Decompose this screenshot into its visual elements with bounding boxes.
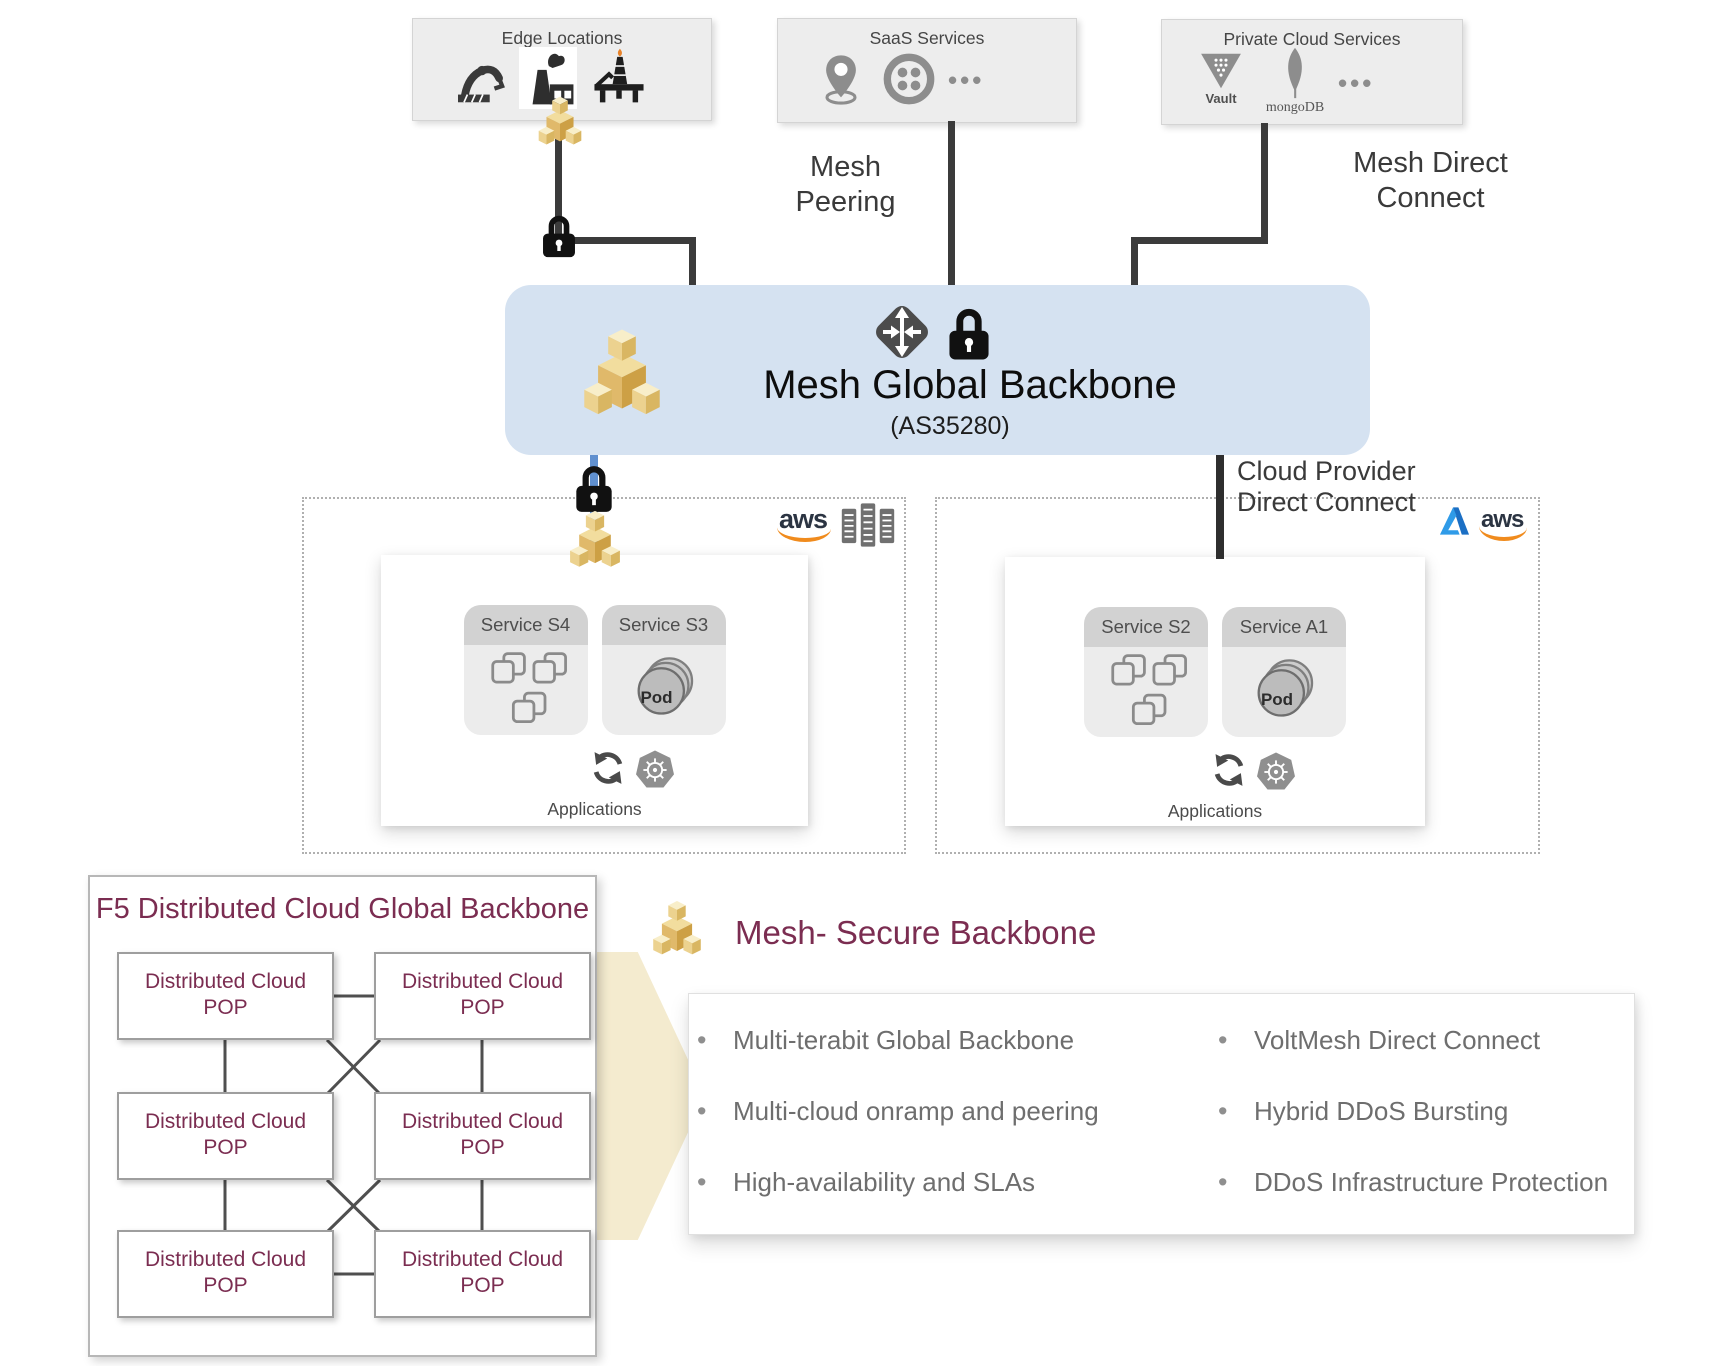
service-a1-chip: Service A1 Pod <box>1222 607 1346 737</box>
private-connector-horizontal <box>1131 237 1268 244</box>
mongodb-label: mongoDB <box>1265 100 1325 115</box>
kubernetes-icon <box>634 749 676 791</box>
refresh-icon <box>589 749 627 787</box>
pop-connectors <box>223 994 484 1276</box>
azure-aws-region <box>935 497 1540 854</box>
aws-logo: aws <box>777 506 831 542</box>
feature-item: DDoS Infrastructure Protection <box>1218 1167 1628 1198</box>
feature-item: VoltMesh Direct Connect <box>1218 1025 1628 1056</box>
saas-services-box: SaaS Services ••• <box>777 18 1077 123</box>
private-connector-vertical <box>1261 123 1268 244</box>
azure-logo <box>1438 505 1471 537</box>
vault-label: Vault <box>1205 91 1237 106</box>
mesh-global-backbone-box <box>505 285 1370 455</box>
cloud-provider-direct-connect-label: Cloud Provider Direct Connect <box>1237 456 1416 517</box>
pod-label: Pod <box>640 688 673 708</box>
f5-box-title: F5 Distributed Cloud Global Backbone <box>95 893 590 925</box>
kubernetes-icon <box>1255 751 1297 793</box>
applications-caption: Applications <box>1167 801 1263 821</box>
features-left-column: Multi-terabit Global Backbone Multi-clou… <box>697 1025 1217 1198</box>
private-connector-drop <box>1131 237 1138 289</box>
service-s2-chip: Service S2 <box>1084 607 1208 737</box>
secure-link-lock-icon <box>540 212 578 259</box>
pod-label: Pod <box>1260 690 1294 710</box>
saas-connector <box>948 121 955 289</box>
aws-applications-card: Service S4 Service S3 Pod Applications <box>381 555 808 826</box>
mongodb-logo: mongoDB <box>1258 46 1332 116</box>
mesh-peering-label: Mesh Peering <box>795 151 896 218</box>
applications-caption: Applications <box>547 799 642 819</box>
f5-distributed-cloud-box: F5 Distributed Cloud Global Backbone Dis… <box>88 875 597 1357</box>
service-s2-label: Service S2 <box>1084 607 1208 647</box>
service-s4-label: Service S4 <box>463 605 588 645</box>
server-rack-icon <box>840 500 896 550</box>
vault-logo: Vault <box>1192 52 1250 106</box>
service-a1-label: Service A1 <box>1222 607 1346 647</box>
private-cloud-services-title: Private Cloud Services <box>1223 29 1401 49</box>
feature-item: Multi-terabit Global Backbone <box>697 1025 1217 1056</box>
mesh-node-cube-icon <box>534 92 586 146</box>
factory-tile <box>519 47 577 109</box>
edge-connector-vertical <box>555 126 562 242</box>
more-private-services-icon: ••• <box>1338 68 1375 98</box>
location-pin-icon <box>820 51 862 107</box>
vault-icon <box>1199 52 1243 90</box>
router-icon <box>870 300 934 364</box>
robot-arm-icon <box>456 56 508 104</box>
feature-item: Hybrid DDoS Bursting <box>1218 1096 1628 1127</box>
aws-swoosh <box>777 525 831 542</box>
twilio-icon <box>883 53 935 105</box>
refresh-icon <box>1210 751 1248 789</box>
backbone-subtitle: (AS35280) <box>890 412 1010 440</box>
backbone-lock-icon <box>946 304 992 362</box>
service-s4-chip: Service S4 <box>463 605 588 735</box>
service-s3-chip: Service S3 Pod <box>601 605 726 735</box>
more-services-icon: ••• <box>948 65 985 95</box>
edge-locations-title: Edge Locations <box>501 28 623 48</box>
oil-rig-icon <box>589 47 649 105</box>
azure-applications-card: Service S2 Service A1 Pod Applications <box>1005 557 1425 826</box>
feature-item: Multi-cloud onramp and peering <box>697 1096 1217 1127</box>
backbone-title: Mesh Global Backbone <box>763 363 1177 407</box>
mongodb-leaf-icon <box>1282 46 1308 100</box>
containers-icon <box>482 652 570 728</box>
feature-item: High-availability and SLAs <box>697 1167 1217 1198</box>
secure-backbone-title: Mesh- Secure Backbone <box>735 914 1097 951</box>
saas-services-title: SaaS Services <box>869 28 985 48</box>
aws-node-cube-icon <box>563 506 627 568</box>
containers-icon <box>1102 654 1190 730</box>
features-right-column: VoltMesh Direct Connect Hybrid DDoS Burs… <box>1218 1025 1628 1198</box>
service-s3-label: Service S3 <box>601 605 726 645</box>
aws-swoosh <box>1479 524 1527 541</box>
aws-logo-right: aws <box>1479 508 1527 541</box>
mesh-direct-connect-label: Mesh Direct Connect <box>1353 147 1508 214</box>
cloud-provider-link <box>1216 455 1224 559</box>
secure-backbone-cube-icon <box>648 896 706 956</box>
edge-connector-drop <box>689 237 696 289</box>
edge-connector-horizontal <box>555 237 696 244</box>
private-cloud-services-box: Private Cloud Services Vault mongoDB ••• <box>1161 19 1463 125</box>
